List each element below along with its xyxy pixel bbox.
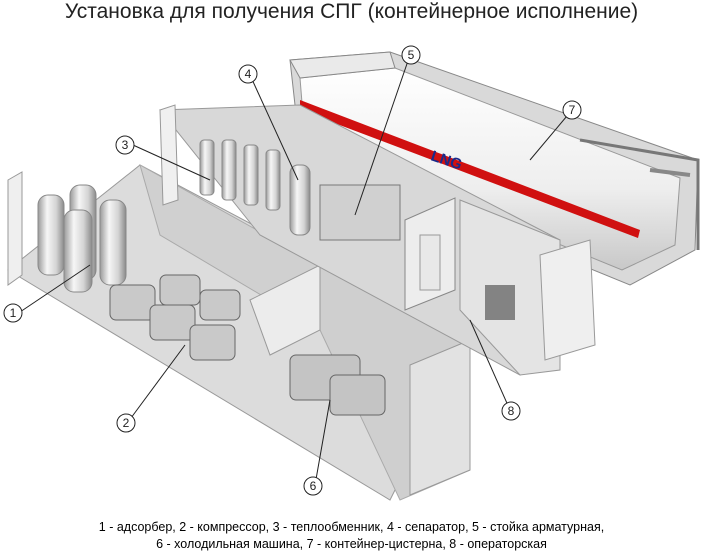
callouts: 1 2 3 4 5 6 7 8 [3, 45, 582, 496]
tank-container: LNG [289, 51, 700, 286]
callout-5: 5 [401, 45, 421, 65]
middle-container [158, 104, 596, 376]
callout-1: 1 [3, 303, 23, 323]
callout-3: 3 [115, 135, 135, 155]
tank-red-stripe [300, 100, 640, 238]
svg-text:2: 2 [123, 416, 130, 430]
callout-8: 8 [501, 401, 521, 421]
svg-text:3: 3 [122, 138, 129, 152]
callout-2: 2 [116, 413, 136, 433]
legend-line-2: 6 - холодильная машина, 7 - контейнер-ци… [156, 537, 547, 551]
callout-7: 7 [562, 100, 582, 120]
svg-text:4: 4 [245, 67, 252, 81]
callout-6: 6 [303, 476, 323, 496]
callout-4: 4 [238, 64, 258, 84]
legend-line-1: 1 - адсорбер, 2 - компрессор, 3 - теплоо… [98, 520, 605, 534]
svg-text:1: 1 [10, 306, 17, 320]
svg-text:8: 8 [508, 404, 515, 418]
diagram-title: Установка для получения СПГ (контейнерно… [64, 0, 639, 23]
svg-text:6: 6 [310, 479, 317, 493]
svg-text:5: 5 [408, 48, 415, 62]
svg-text:7: 7 [569, 103, 576, 117]
